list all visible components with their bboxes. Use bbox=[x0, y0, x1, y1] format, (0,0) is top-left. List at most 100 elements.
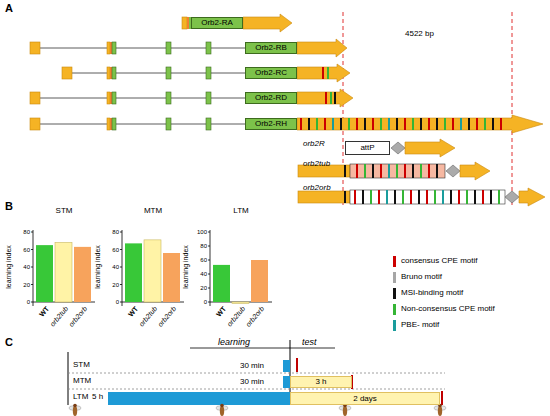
bar bbox=[55, 243, 72, 303]
duration-label: 5 h bbox=[92, 393, 103, 402]
bar bbox=[36, 245, 53, 302]
utr-arrow bbox=[519, 188, 545, 206]
legend-swatch bbox=[393, 288, 396, 299]
motif-stripe bbox=[388, 164, 390, 178]
axis-title: learning index bbox=[94, 245, 102, 289]
motif-stripe bbox=[332, 118, 334, 130]
bar-label: WT bbox=[214, 305, 227, 318]
legend-text: Non-consensus CPE motif bbox=[401, 305, 495, 314]
attb-diamond bbox=[391, 142, 405, 154]
motif-stripe bbox=[490, 190, 492, 204]
duration-label: 30 min bbox=[240, 378, 264, 387]
inserted-utr bbox=[350, 164, 445, 178]
exon bbox=[30, 92, 40, 104]
motif-stripe bbox=[300, 118, 302, 130]
attb-diamond bbox=[505, 191, 519, 203]
bar-label: orb2orb bbox=[156, 305, 177, 328]
utr-arrow bbox=[297, 39, 347, 57]
motif-stripe bbox=[466, 190, 468, 204]
bar-label: WT bbox=[126, 305, 139, 318]
motif-stripe bbox=[348, 118, 350, 130]
tick-label: 20 bbox=[23, 281, 30, 288]
exon bbox=[30, 118, 40, 130]
exon bbox=[206, 42, 211, 54]
transcript-cds-box: Orb2-RC bbox=[245, 67, 297, 79]
axis-title: learning index bbox=[5, 245, 13, 289]
tick-mark bbox=[120, 249, 122, 250]
motif-stripe bbox=[356, 118, 358, 130]
tick-mark bbox=[120, 267, 122, 268]
motif-stripe bbox=[386, 190, 388, 204]
motif-stripe bbox=[436, 118, 438, 130]
motif-stripe bbox=[356, 164, 358, 178]
legend-text: consensus CPE motif bbox=[401, 257, 477, 266]
tick-label: 60 bbox=[112, 246, 119, 253]
tick-mark bbox=[208, 260, 210, 261]
y-axis bbox=[33, 230, 34, 306]
motif-stripe bbox=[316, 118, 318, 130]
motif-stripe bbox=[482, 190, 484, 204]
tick-label: 80 bbox=[112, 229, 119, 236]
motif-stripe bbox=[372, 118, 374, 130]
tick-label: 80 bbox=[23, 229, 30, 236]
exon bbox=[112, 92, 116, 104]
node-text: 2 days bbox=[353, 395, 377, 403]
tick-mark bbox=[120, 302, 122, 303]
exon bbox=[110, 118, 112, 130]
motif-stripe bbox=[468, 118, 470, 130]
motif-stripe bbox=[428, 118, 430, 130]
allele-label: orb2tub bbox=[303, 160, 330, 169]
fly-head bbox=[220, 404, 224, 408]
motif-stripe bbox=[404, 118, 406, 130]
tick-mark bbox=[120, 232, 122, 233]
bar-label: WT bbox=[37, 305, 50, 318]
motif-stripe bbox=[322, 67, 324, 79]
exon bbox=[107, 67, 110, 79]
legend-text: PBE- motif bbox=[401, 321, 439, 330]
motif-stripe bbox=[404, 164, 406, 178]
phase-header: test bbox=[302, 338, 317, 348]
motif-stripe bbox=[428, 164, 430, 178]
motif-stripe bbox=[420, 164, 422, 178]
exon bbox=[112, 67, 116, 79]
axis-title: learning index bbox=[182, 245, 190, 289]
tick-label: 0 bbox=[27, 299, 30, 306]
motif-stripe bbox=[500, 118, 502, 130]
chart-title: MTM bbox=[144, 207, 162, 216]
allele-label: orb2R bbox=[303, 140, 325, 149]
utr-arrow bbox=[405, 139, 455, 157]
motif-stripe bbox=[362, 190, 364, 204]
node-text: 3 h bbox=[315, 378, 326, 386]
motif-stripe bbox=[364, 118, 366, 130]
exon bbox=[107, 92, 110, 104]
length-label: 4522 bp bbox=[405, 30, 434, 39]
motif-stripe bbox=[476, 118, 478, 130]
legend-text: MSI-binding motif bbox=[401, 289, 463, 298]
tick-mark bbox=[120, 284, 122, 285]
motif-stripe bbox=[418, 190, 420, 204]
node-text: Orb2-RB bbox=[255, 44, 287, 52]
motif-stripe bbox=[330, 92, 332, 104]
training-bar bbox=[283, 376, 290, 388]
motif-stripe bbox=[498, 190, 500, 204]
motif-stripe bbox=[344, 191, 346, 203]
motif-stripe bbox=[442, 190, 444, 204]
motif-stripe bbox=[492, 118, 494, 130]
header-rule bbox=[290, 348, 335, 349]
transcript-cds-box: Orb2-RD bbox=[245, 92, 297, 104]
panel-letter: B bbox=[5, 200, 13, 212]
bar bbox=[232, 302, 249, 303]
training-bar bbox=[283, 360, 290, 372]
bar-label: orb2tub bbox=[225, 305, 246, 328]
motif-stripe bbox=[388, 118, 390, 130]
fly-body bbox=[73, 406, 77, 416]
motif-stripe bbox=[344, 165, 346, 177]
tick-mark bbox=[208, 288, 210, 289]
attp-box: attP bbox=[345, 141, 390, 155]
motif-stripe bbox=[450, 190, 452, 204]
transcript-cds-box: Orb2-RB bbox=[245, 42, 297, 54]
intron-line bbox=[67, 73, 245, 74]
interval-box: 3 h bbox=[290, 376, 352, 388]
